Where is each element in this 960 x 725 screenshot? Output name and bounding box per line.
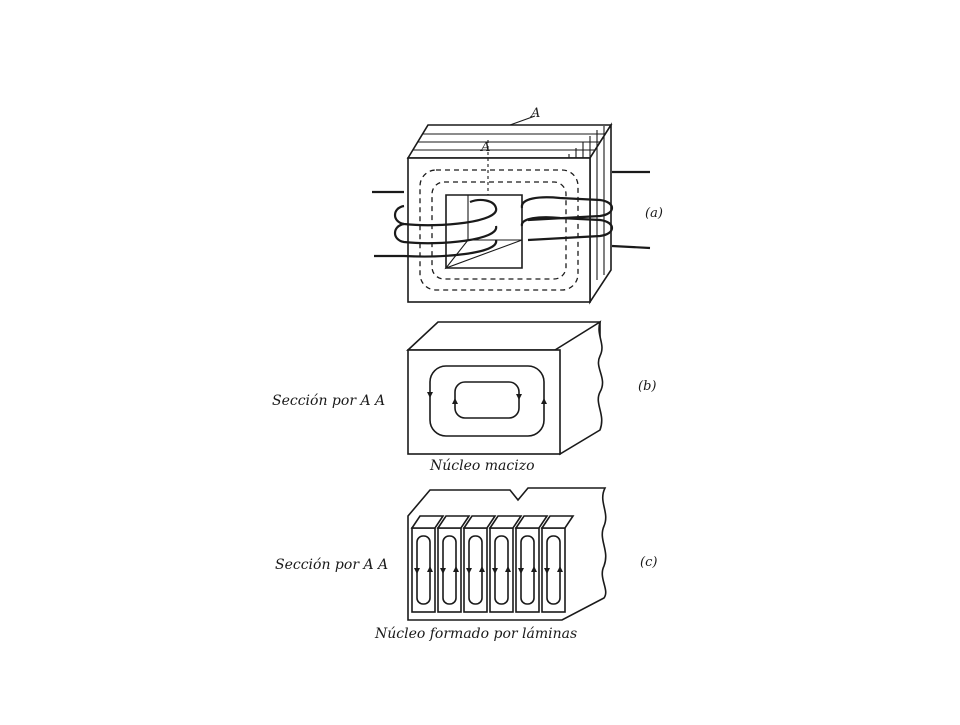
part-b-caption: Núcleo macizo [429,458,535,474]
lamination-arrow-up [531,566,537,572]
lamination-arrow-up [505,566,511,572]
lamination-arrow-down [414,568,420,574]
eddy-arrow-left [427,392,433,398]
part-c-section-label: Sección por A A [275,557,388,573]
section-leader [509,115,536,126]
lamination-arrow-up [427,566,433,572]
core-window [445,194,523,269]
right-coil [520,170,651,250]
lamination-arrow-up [453,566,459,572]
lamination-arrow-down [518,568,524,574]
part-b-tag: (b) [638,379,656,394]
section-letter-top: A [530,106,540,121]
left-coil [372,190,498,258]
lamination-top-edge [540,515,575,529]
section-letter-front: A [480,140,490,155]
lamination-arrow-down [544,568,550,574]
lamination-arrow-down [440,568,446,574]
solid-core-side [554,320,604,456]
eddy-arrow-inner-left [452,398,458,404]
flux-path-inner [431,181,567,280]
lamination-arrow-down [466,568,472,574]
flux-path-outer [419,169,579,291]
lamination-arrow-up [479,566,485,572]
lamination-top-edge [488,515,523,529]
lamination-top-edge [436,515,471,529]
lamination-top-edge [410,515,445,529]
eddy-arrow-inner-right [516,394,522,400]
eddy-arrow-right [541,398,547,404]
part-b-section-label: Sección por A A [272,393,385,409]
lamination-top-edge [462,515,497,529]
part-a-tag: (a) [645,206,663,221]
part-c-caption: Núcleo formado por láminas [374,626,577,642]
lamination-sheets [410,515,575,613]
core-top-laminations [413,133,606,151]
part-c-tag: (c) [640,555,657,570]
solid-core-section: Sección por A A (b) Núcleo macizo [272,320,656,474]
lamination-top-edge [514,515,549,529]
lamination-arrow-up [557,566,563,572]
lamination-arrow-down [492,568,498,574]
laminated-core-section: Sección por A A (c) Núcleo formado por l… [275,487,657,642]
laminated-core-with-coils: A A (a) [372,106,663,305]
